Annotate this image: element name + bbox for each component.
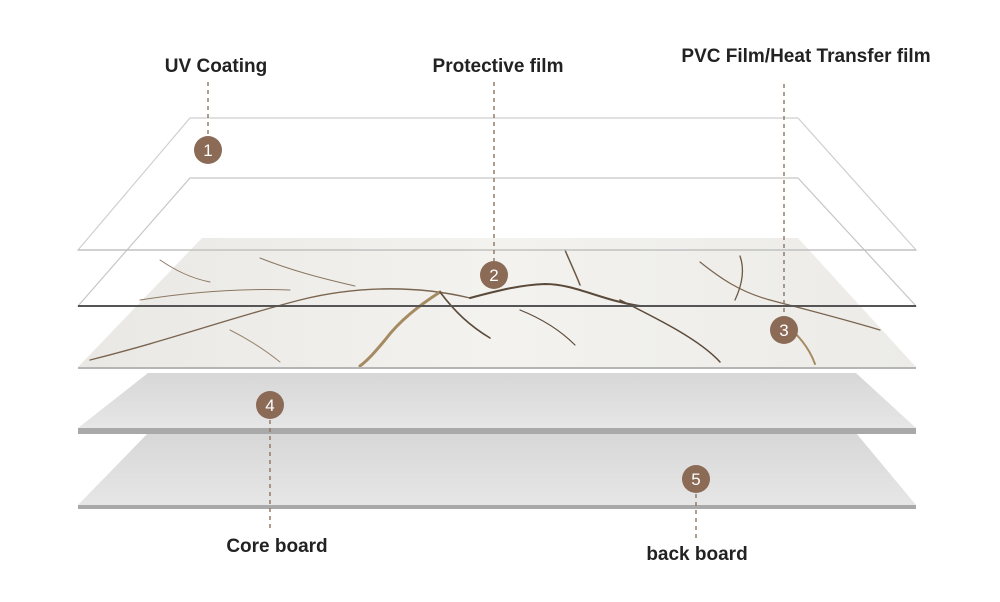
marker-1: 1 <box>194 136 222 164</box>
uv-coating-layer <box>76 117 918 251</box>
marker-4: 4 <box>256 391 284 419</box>
protective-film-layer <box>76 177 918 307</box>
label-protective-film: Protective film <box>433 56 564 77</box>
marker-5: 5 <box>682 465 710 493</box>
core-board-layer <box>78 373 916 434</box>
marker-2-number: 2 <box>489 266 498 285</box>
pvc-film-layer <box>78 238 916 369</box>
marker-4-number: 4 <box>265 396 274 415</box>
label-back-board: back board <box>646 544 747 565</box>
label-pvc-film: PVC Film/Heat Transfer film <box>681 46 930 67</box>
marker-2: 2 <box>480 261 508 289</box>
label-core-board: Core board <box>226 536 327 557</box>
marker-3-number: 3 <box>779 321 788 340</box>
label-uv-coating: UV Coating <box>165 56 267 77</box>
marker-5-number: 5 <box>691 470 700 489</box>
back-board-layer <box>78 433 916 509</box>
marker-1-number: 1 <box>203 141 212 160</box>
marker-3: 3 <box>770 316 798 344</box>
